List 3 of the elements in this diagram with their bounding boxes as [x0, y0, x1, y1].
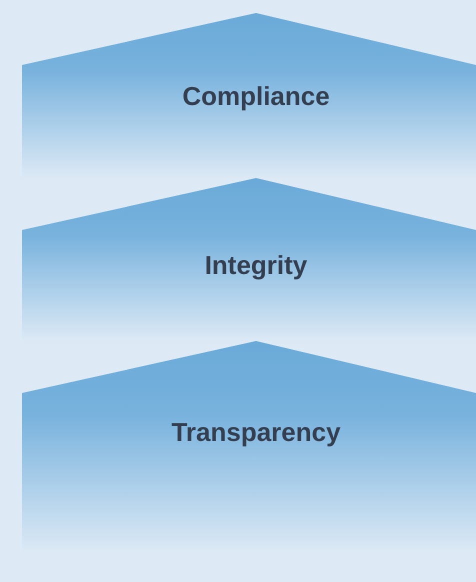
band-title: Integrity [204, 250, 308, 281]
band-title: Transparency [170, 417, 342, 448]
band-title: Compliance [181, 81, 331, 112]
